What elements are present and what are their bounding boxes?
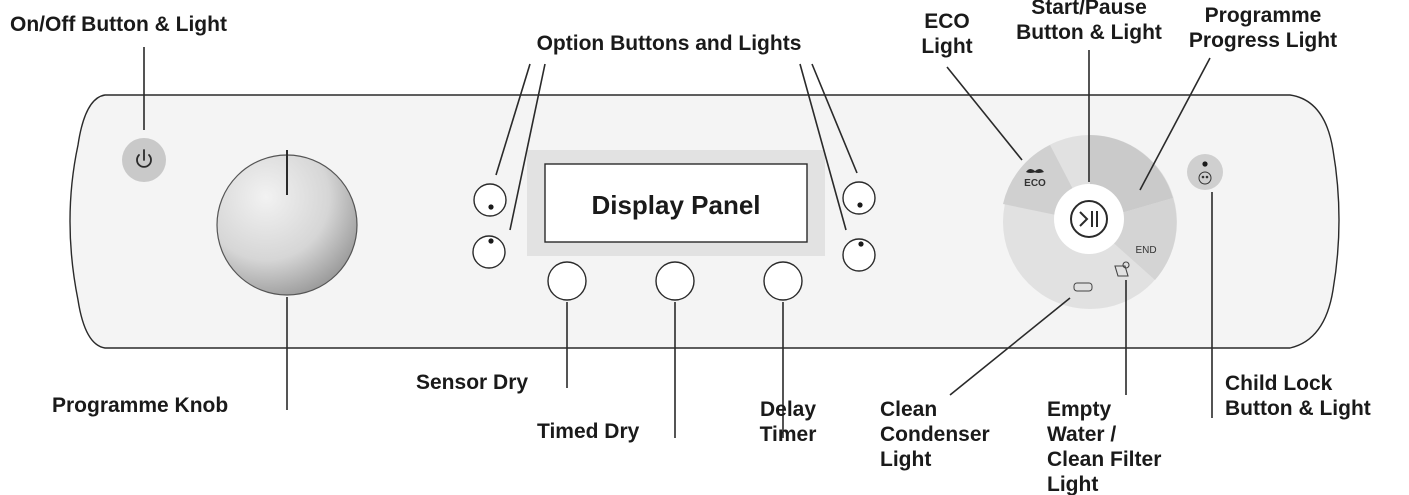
display-panel <box>544 163 808 243</box>
label-child-lock-1: Child Lock <box>1225 372 1333 395</box>
water-filter-icon <box>1114 261 1130 277</box>
label-condenser-2: Condenser <box>880 423 990 446</box>
label-on-off: On/Off Button & Light <box>10 13 227 36</box>
option-light-right-top <box>857 202 863 208</box>
label-eco-2: Light <box>921 35 972 58</box>
label-empty-1: Empty <box>1047 398 1112 421</box>
label-condenser-1: Clean <box>880 398 937 421</box>
label-empty-4: Light <box>1047 473 1098 495</box>
label-programme-knob: Programme Knob <box>52 394 228 417</box>
label-delay-2: Timer <box>760 423 817 446</box>
leader-option-3 <box>811 63 858 174</box>
label-delay-1: Delay <box>760 398 816 421</box>
label-child-lock-2: Button & Light <box>1225 397 1371 420</box>
display-panel-text: Display Panel <box>591 190 760 220</box>
option-button-right-top[interactable] <box>842 181 876 215</box>
leader-eco <box>946 66 1023 161</box>
leader-condenser <box>949 297 1071 396</box>
start-pause-button[interactable] <box>1070 200 1108 238</box>
eco-label: ECO <box>1024 178 1046 189</box>
label-eco-1: ECO <box>924 10 970 33</box>
option-button-left-bottom[interactable] <box>472 235 506 269</box>
label-empty-2: Water / <box>1047 423 1116 446</box>
option-light-left-top <box>488 204 494 210</box>
option-light-left-bottom <box>488 238 494 244</box>
condenser-icon <box>1073 282 1093 292</box>
power-icon <box>136 149 152 168</box>
delay-timer-button[interactable] <box>763 261 803 301</box>
label-empty-3: Clean Filter <box>1047 448 1161 471</box>
child-lock-light <box>1202 161 1208 167</box>
option-button-right-bottom[interactable] <box>842 238 876 272</box>
sensor-dry-button[interactable] <box>547 261 587 301</box>
option-light-right-bottom <box>858 241 864 247</box>
leader-option-4 <box>799 63 847 231</box>
label-condenser-3: Light <box>880 448 931 471</box>
label-timed-dry: Timed Dry <box>537 420 640 443</box>
eco-leaf-icon <box>1026 169 1044 173</box>
label-progress-2: Progress Light <box>1189 29 1337 52</box>
label-sensor-dry: Sensor Dry <box>416 371 528 394</box>
label-start-pause-1: Start/Pause <box>1031 0 1147 19</box>
option-button-left-top[interactable] <box>473 183 507 217</box>
label-start-pause-2: Button & Light <box>1016 21 1162 44</box>
end-label: END <box>1135 245 1156 256</box>
label-progress-1: Programme <box>1205 4 1322 27</box>
child-lock-icon <box>1198 171 1212 185</box>
timed-dry-button[interactable] <box>655 261 695 301</box>
label-option-buttons: Option Buttons and Lights <box>537 32 802 55</box>
leader-progress <box>1139 57 1211 191</box>
leader-option-1 <box>495 63 531 176</box>
play-pause-icon <box>1079 211 1098 227</box>
leader-option-2 <box>509 63 546 231</box>
